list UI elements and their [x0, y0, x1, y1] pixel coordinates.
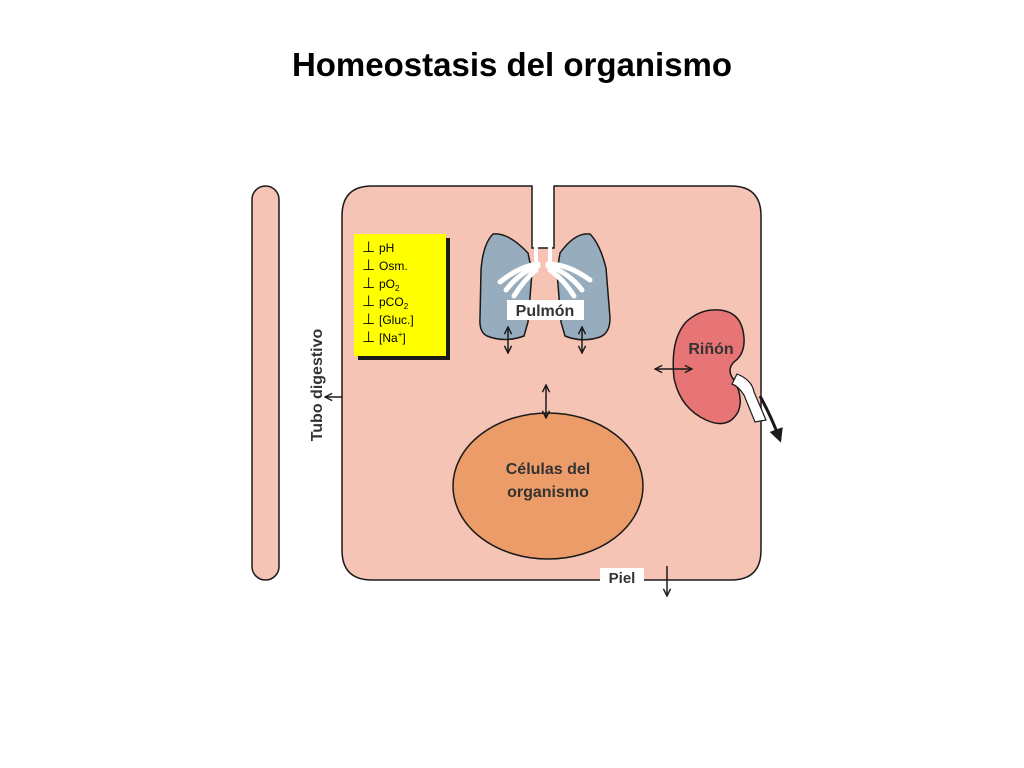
indicator-symbol: ⊥ — [362, 256, 375, 274]
skin-label: Piel — [609, 570, 636, 587]
lungs: Pulmón — [479, 186, 611, 353]
kidney-shape — [672, 309, 745, 425]
indicator-item: pCO2 — [379, 295, 409, 311]
cells-label-line2: organismo — [507, 484, 589, 501]
lung-label: Pulmón — [516, 303, 575, 320]
indicator-item: Osm. — [379, 259, 408, 273]
bronchi — [497, 261, 593, 299]
indicator-symbol: ⊥ — [362, 328, 375, 346]
indicator-list: ⊥pH⊥Osm.⊥pO2⊥pCO2⊥[Gluc.]⊥[Na+] — [362, 238, 414, 346]
kidney: Riñón — [655, 309, 783, 443]
indicator-symbol: ⊥ — [362, 310, 375, 328]
indicator-symbol: ⊥ — [362, 238, 375, 256]
digestive-label: Tubo digestivo — [309, 328, 326, 441]
urine-output-arrow — [758, 395, 783, 443]
indicator-box: ⊥pH⊥Osm.⊥pO2⊥pCO2⊥[Gluc.]⊥[Na+] — [354, 234, 450, 360]
digestive-tube — [251, 185, 280, 581]
indicator-item: pO2 — [379, 277, 400, 293]
body-cells: Células del organismo — [452, 385, 644, 560]
lung-label-bg — [507, 300, 584, 320]
kidney-label: Riñón — [688, 341, 733, 358]
indicator-symbol: ⊥ — [362, 292, 375, 310]
cells-label-line1: Células del — [506, 461, 590, 478]
page-title: Homeostasis del organismo — [291, 46, 733, 83]
indicator-item: pH — [379, 241, 394, 255]
skin: Piel — [600, 566, 667, 596]
ureter — [731, 373, 767, 423]
indicator-item: [Gluc.] — [379, 313, 414, 327]
indicator-item: [Na+] — [379, 330, 406, 345]
skin-label-bg — [600, 568, 644, 587]
indicator-symbol: ⊥ — [362, 274, 375, 292]
